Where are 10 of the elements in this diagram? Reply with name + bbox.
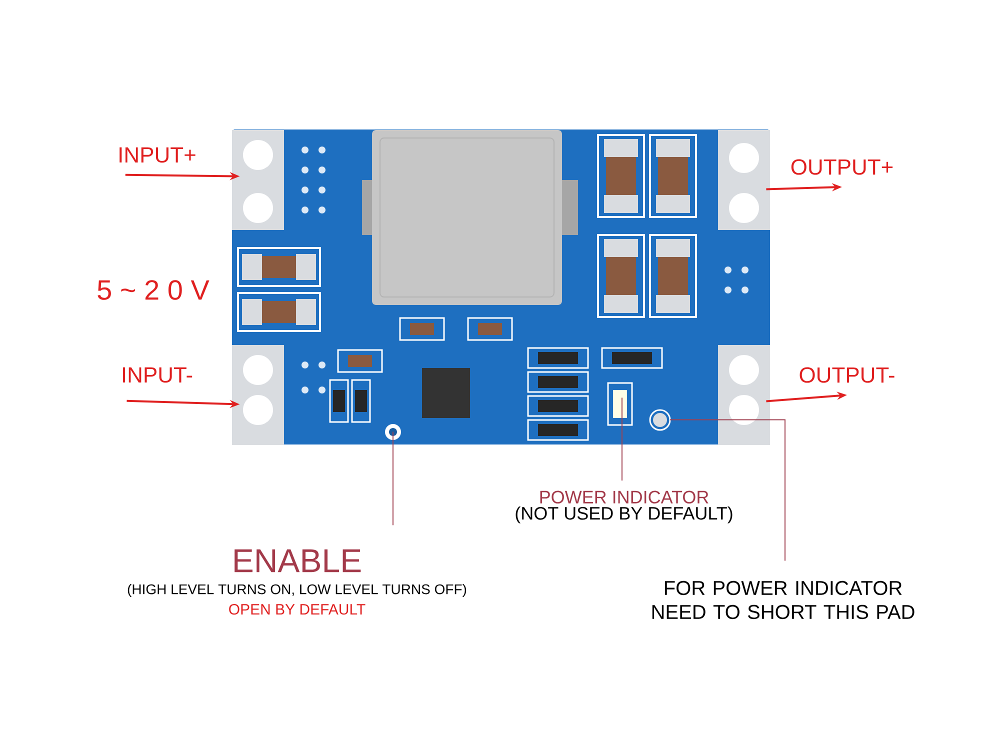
annotation-text: ENABLE (HIGH LEVEL TURNS ON, LOW LEVEL TURNS OFF) OPEN BY DEFAULT <box>128 549 466 615</box>
leader-line <box>670 419 786 562</box>
annotation-text: FOR POWER INDICATOR NEED TO SHORT THIS PAD <box>652 580 914 620</box>
circuit-board-drawing <box>232 130 770 445</box>
leader-line <box>392 431 394 526</box>
terminal-label: INPUT+ <box>120 147 196 163</box>
annotation-text: POWER INDICATOR (NOT USED BY DEFAULT) <box>516 490 732 524</box>
terminal-label: OUTPUT+ <box>791 159 893 175</box>
terminal-label: OUTPUT- <box>800 367 894 383</box>
terminal-label: INPUT- <box>122 367 192 383</box>
